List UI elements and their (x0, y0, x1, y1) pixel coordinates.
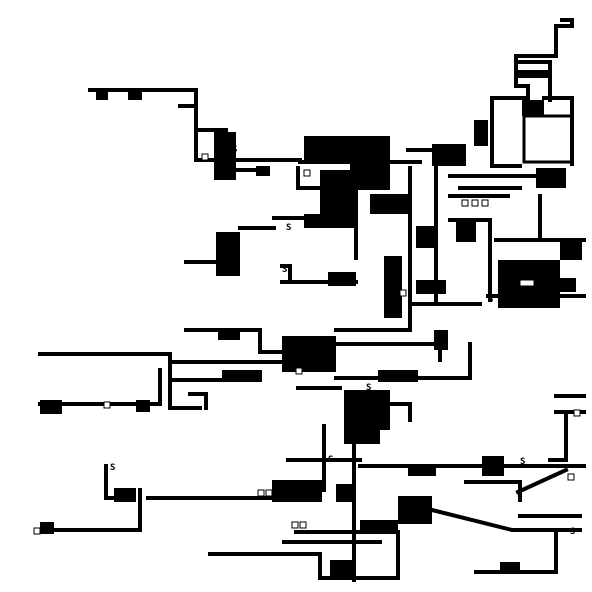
secret-door-marker: S (488, 295, 493, 305)
secret-door-marker: S (570, 527, 575, 537)
central-north-complex (272, 136, 466, 332)
secret-door-marker: S (282, 265, 287, 275)
secret-door-marker: S (520, 457, 525, 467)
floor-tiles (33, 153, 581, 535)
north-east-structure (474, 18, 574, 168)
secret-door-markers: S S S S S S S S S S (110, 143, 575, 537)
secret-door-marker: S (366, 383, 371, 393)
east-middle-complex (416, 168, 586, 308)
west-middle-area (184, 226, 358, 286)
west-corridor (38, 352, 282, 414)
north-west-wing (88, 88, 302, 180)
central-block (184, 256, 482, 382)
secret-door-marker: S (328, 455, 333, 465)
secret-door-marker: S (110, 463, 115, 473)
secret-door-marker: S (286, 223, 291, 233)
secret-door-marker: S (232, 145, 237, 155)
secret-door-marker: S (376, 143, 381, 153)
south-central-area (38, 386, 472, 582)
south-east-area (208, 394, 586, 580)
